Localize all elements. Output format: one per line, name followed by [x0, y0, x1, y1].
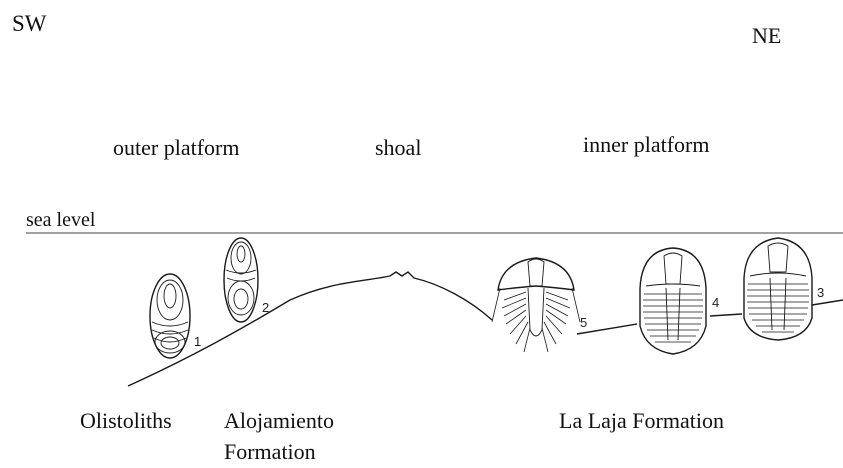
inner-platform-label: inner platform [583, 132, 710, 157]
seafloor-segment-5-4 [576, 323, 638, 335]
seafloor-segment-4-3 [709, 313, 743, 317]
trilobite-5-illustration [491, 257, 581, 353]
specimen-number-1: 1 [194, 334, 201, 349]
ne-label: NE [752, 23, 782, 48]
alojamiento-label-line2: Formation [224, 439, 316, 464]
sw-label: SW [12, 11, 47, 36]
seafloor-profile [127, 271, 493, 387]
trilobite-1-illustration [149, 273, 191, 359]
specimen-number-5: 5 [580, 315, 587, 330]
specimen-number-2: 2 [262, 300, 269, 315]
specimen-number-3: 3 [817, 285, 824, 300]
trilobite-2-illustration [223, 237, 259, 323]
trilobite-4-illustration [639, 247, 707, 355]
olistoliths-label: Olistoliths [80, 408, 172, 433]
la-laja-label: La Laja Formation [559, 408, 724, 433]
trilobite-3-illustration [743, 237, 813, 341]
seafloor-segment-3 [811, 299, 843, 306]
specimen-number-4: 4 [712, 295, 719, 310]
alojamiento-label-line1: Alojamiento [224, 408, 334, 433]
sea-level-label: sea level [26, 209, 96, 231]
shoal-label: shoal [375, 135, 422, 160]
outer-platform-label: outer platform [113, 135, 240, 160]
